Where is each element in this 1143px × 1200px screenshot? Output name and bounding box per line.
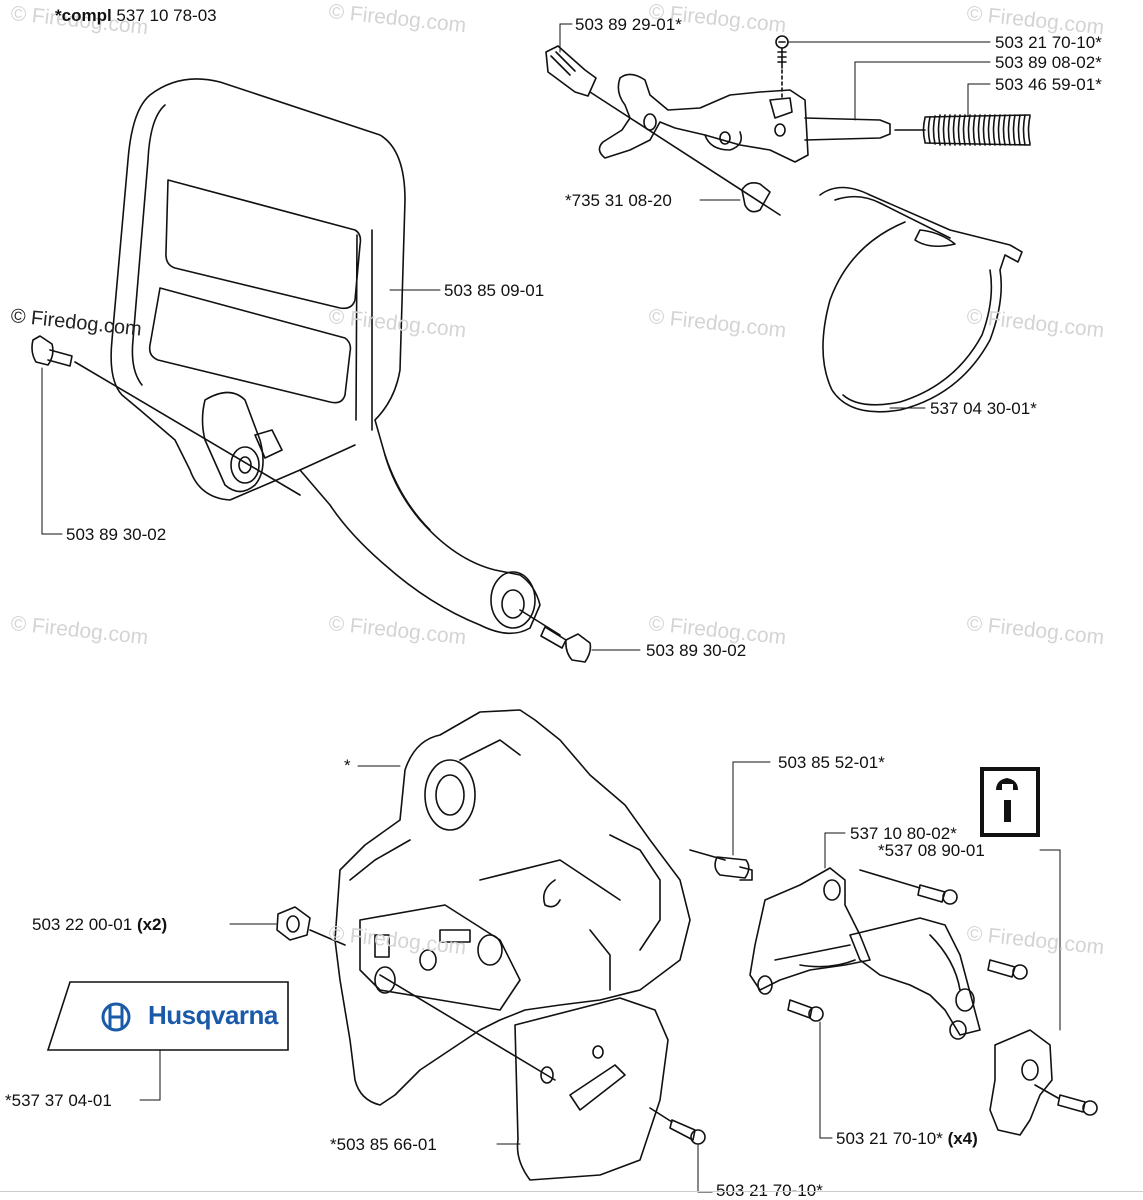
nut-qty: (x2) bbox=[136, 915, 168, 934]
service-info-box bbox=[980, 767, 1040, 837]
label-compl: *compl 537 10 78-03 bbox=[55, 6, 217, 26]
label-guard: 537 10 80-02* bbox=[850, 824, 957, 843]
label-pin: 503 85 52-01* bbox=[778, 753, 885, 772]
bottom-divider bbox=[0, 1191, 1143, 1192]
chain-catcher-drawing bbox=[849, 917, 981, 1040]
label-catcher: *537 08 90-01 bbox=[878, 841, 985, 860]
nut-number: 503 22 00-01 bbox=[32, 915, 133, 934]
label-cover: * bbox=[344, 756, 351, 775]
label-screw-left: 503 89 30-02 bbox=[66, 525, 167, 544]
screw-bottom-drawing bbox=[519, 609, 592, 663]
pin-drawing bbox=[689, 849, 753, 881]
husqvarna-decal-drawing bbox=[46, 981, 289, 1051]
husqvarna-logo-icon bbox=[101, 1002, 131, 1032]
screw-guard-number: 503 21 70-10* bbox=[836, 1129, 943, 1148]
guard-screws-drawing bbox=[787, 869, 1028, 1022]
label-plate: *503 85 66-01 bbox=[330, 1135, 437, 1154]
brake-clip-drawing bbox=[741, 182, 771, 213]
wrench-info-icon bbox=[996, 778, 1018, 822]
label-screw-bottom: 503 89 30-02 bbox=[646, 641, 747, 660]
label-spring: 503 46 59-01* bbox=[995, 75, 1102, 94]
front-handle-drawing bbox=[110, 78, 541, 635]
label-nut: 503 22 00-01 (x2) bbox=[32, 915, 167, 935]
label-front-handle: 503 85 09-01 bbox=[444, 281, 545, 300]
chain-catcher-block-drawing bbox=[989, 1029, 1098, 1136]
screw-left-drawing bbox=[31, 335, 301, 496]
label-shaft: 503 89 08-02* bbox=[995, 53, 1102, 72]
brake-lever-drawing bbox=[598, 73, 809, 163]
compl-prefix: *compl bbox=[55, 6, 112, 25]
brake-shaft-drawing bbox=[804, 117, 926, 141]
screw-plate-drawing bbox=[649, 1107, 706, 1145]
brake-spring-drawing bbox=[922, 114, 1031, 146]
husqvarna-brand-text: Husqvarna bbox=[148, 1000, 278, 1030]
brake-band-drawing bbox=[819, 186, 1023, 413]
bar-plate-drawing bbox=[379, 974, 669, 1181]
brake-screw-top-drawing bbox=[775, 35, 789, 101]
brake-knob-drawing bbox=[545, 45, 781, 216]
leader-lines bbox=[41, 23, 1061, 1193]
compl-number: 537 10 78-03 bbox=[116, 6, 217, 25]
label-brake-band: 537 04 30-01* bbox=[930, 399, 1037, 418]
clutch-cover-drawing bbox=[334, 709, 691, 1106]
nut-drawing bbox=[276, 906, 346, 946]
screw-guard-qty: (x4) bbox=[947, 1129, 978, 1148]
label-knob: 503 89 29-01* bbox=[575, 15, 682, 34]
label-screw-plate: 503 21 70-10* bbox=[716, 1181, 823, 1200]
label-screw-top: 503 21 70-10* bbox=[995, 33, 1102, 52]
label-clip: *735 31 08-20 bbox=[565, 191, 672, 210]
chain-guard-drawing bbox=[749, 867, 871, 995]
label-screw-guard: 503 21 70-10* (x4) bbox=[836, 1129, 978, 1149]
label-decal: *537 37 04-01 bbox=[5, 1091, 112, 1110]
